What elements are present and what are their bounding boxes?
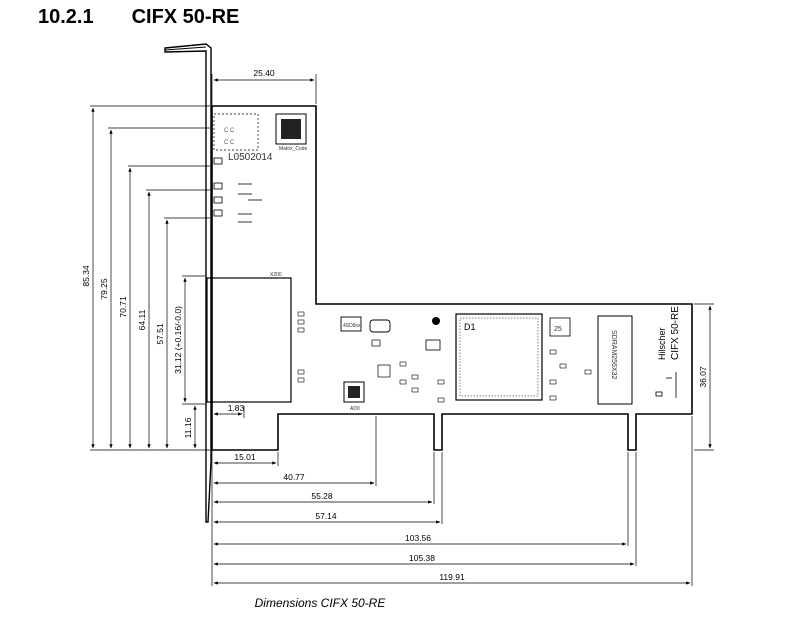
board-id-label: L0502014	[228, 152, 273, 163]
svg-text:C C: C C	[224, 128, 235, 134]
dim-d6: 105.38	[409, 553, 435, 563]
dim-v2: 79.25	[99, 278, 109, 300]
dim-total: 119.91	[439, 572, 465, 582]
dim-offset-small: 1.83	[228, 403, 245, 413]
svg-text:C C: C C	[224, 140, 235, 146]
section-title: CIFX 50-RE	[131, 6, 240, 28]
dim-d5: 103.56	[405, 533, 431, 543]
dim-v7: 11.16	[183, 417, 193, 438]
pcb-components: C C C C Matrix_Code L0502014 X200	[206, 113, 681, 412]
ic-a-label: 4SD8xx	[343, 323, 361, 329]
dim-v3: 70.71	[118, 296, 128, 318]
mounting-bracket	[164, 43, 212, 523]
section-number: 10.2.1	[38, 6, 94, 28]
dim-right: 36.07	[698, 366, 708, 388]
horizontal-dimensions	[211, 74, 693, 586]
dim-v1: 85.34	[81, 265, 91, 287]
dim-d3: 55.28	[311, 491, 333, 501]
section-heading: 10.2.1 CIFX 50-RE	[38, 6, 239, 29]
pcb-outline	[211, 105, 693, 451]
model-label: CIFX 50-RE	[670, 306, 681, 360]
oscillator-label: 25	[554, 326, 562, 333]
dim-d2: 40.77	[283, 472, 305, 482]
dim-v6: 31.12 (+0.16/-0.0)	[173, 306, 183, 374]
matrix-code-label: Matrix_Code	[279, 146, 308, 152]
vertical-dimensions	[90, 105, 714, 451]
connector-label: X200	[270, 272, 282, 278]
dim-v5: 57.51	[155, 323, 165, 345]
horizontal-dimension-labels: 25.40 1.83 15.01 40.77 55.28 57.14 103.5…	[228, 68, 465, 582]
brand-label: Hilscher	[657, 327, 667, 360]
figure-caption: Dimensions CIFX 50-RE	[254, 596, 386, 610]
sdram-label: SDRAM256X32	[610, 330, 617, 380]
ic-b-label: AD0	[350, 406, 360, 412]
dim-v4: 64.11	[137, 309, 147, 330]
dim-d1: 15.01	[234, 452, 256, 462]
chip-d1-label: D1	[464, 322, 476, 332]
dim-width-top: 25.40	[253, 68, 275, 78]
dim-d4: 57.14	[315, 511, 337, 521]
vertical-dimension-labels: 85.34 79.25 70.71 64.11 57.51 31.12 (+0.…	[81, 265, 708, 438]
